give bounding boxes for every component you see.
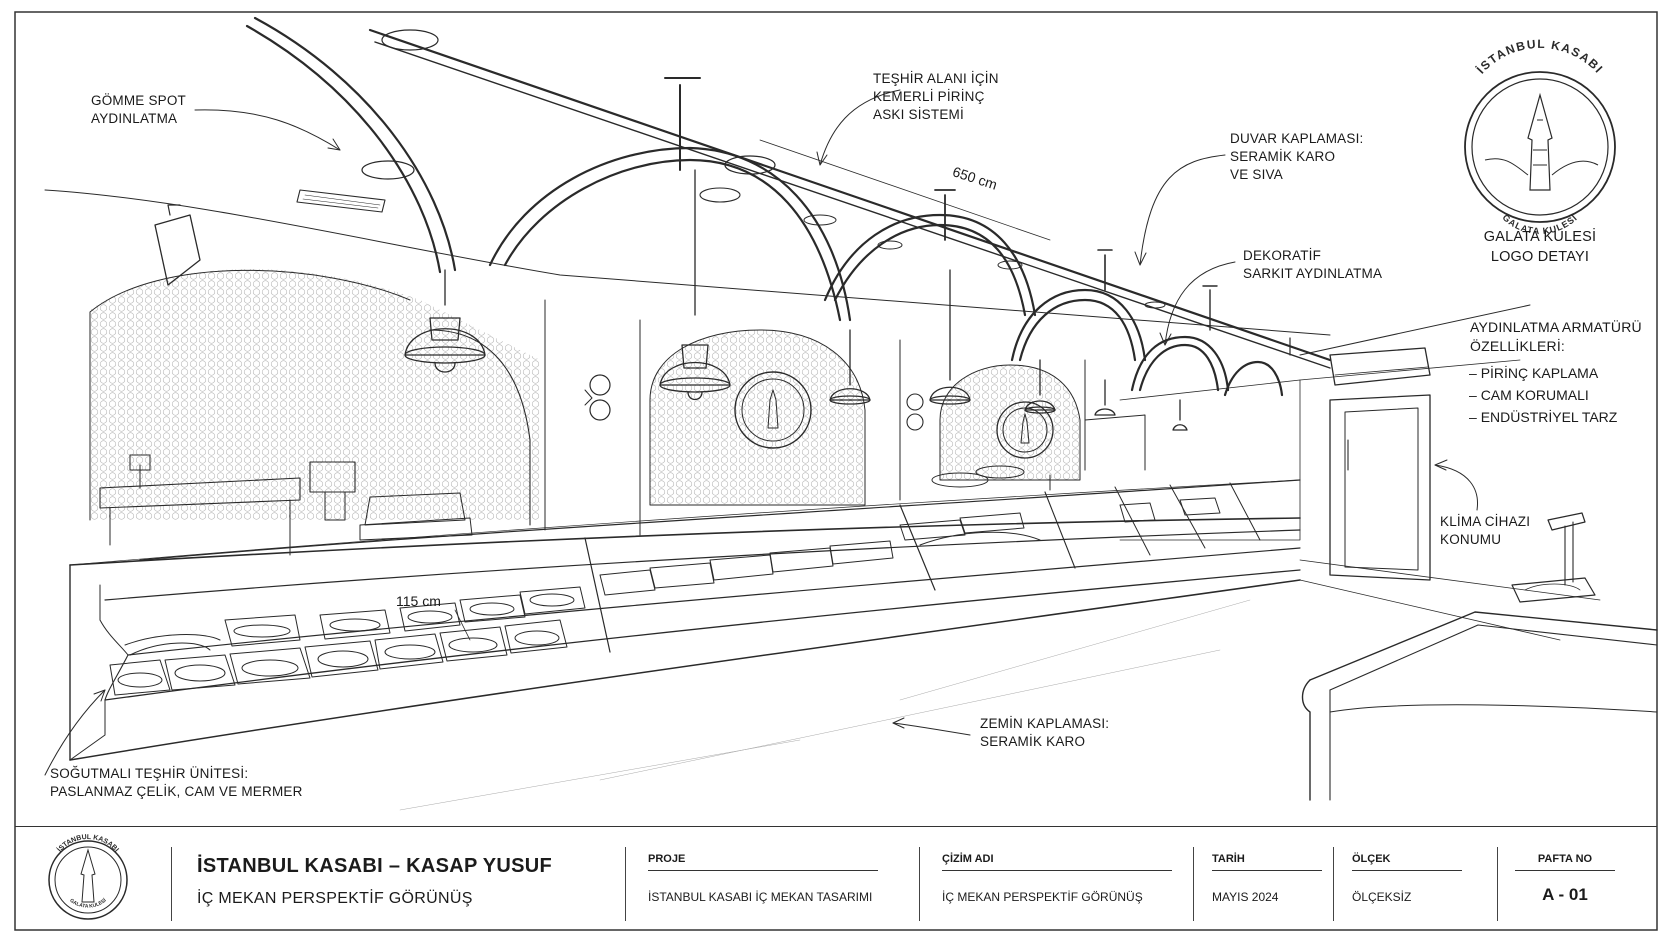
wall-sconce [906,413,924,431]
project-title: İSTANBUL KASABI – KASAP YUSUF [197,855,553,877]
project-subtitle: İÇ MEKAN PERSPEKTİF GÖRÜNÜŞ [197,890,473,907]
ceiling-spot [381,29,439,51]
field-olcek: ÖLÇEK ÖLÇEKSİZ [1352,853,1462,904]
wall-sconce [589,374,611,396]
ceiling-rail [368,28,1332,362]
field-tarih: TARİH MAYIS 2024 [1212,853,1322,904]
brass-arches [245,16,1284,397]
wall-spotlight [154,214,201,286]
label-zemin: ZEMİN KAPLAMASI:SERAMİK KARO [980,716,1110,749]
dimension-height: 115 cm [396,593,441,609]
ceiling-spot [877,240,903,250]
ceiling-spot [699,187,741,203]
spec-item: PİRİNÇ KAPLAMA [1467,362,1617,384]
dimension-line-115 [454,609,471,641]
spec-item: CAM KORUMALI [1467,384,1617,406]
field-pafta-no: PAFTA NO A - 01 [1515,853,1615,905]
spec-list: PİRİNÇ KAPLAMA CAM KORUMALI ENDÜSTRİYEL … [1467,362,1618,428]
wall-logo [996,401,1054,459]
field-proje: PROJE İSTANBUL KASABI İÇ MEKAN TASARIMI [648,853,878,904]
tile-wall-left [90,269,540,520]
svg-text:İSTANBUL KASABI: İSTANBUL KASABI [1473,37,1606,77]
ceiling-spot [1144,301,1166,309]
sheet-frame [14,11,1658,931]
galata-logo-main: İSTANBUL KASABI GALATA KULESİ [1464,37,1616,236]
label-sogutmali: SOĞUTMALI TEŞHİR ÜNİTESİ:PASLANMAZ ÇELİK… [50,766,303,799]
title-block: İSTANBUL KASABI – KASAP YUSUF İÇ MEKAN P… [15,826,1657,931]
meat-trays [109,465,1221,696]
wall-sconce [589,399,611,421]
air-conditioner [1329,347,1431,386]
wall-sconce [906,393,924,411]
tile-arch-right [939,364,1081,481]
foreground-counter [1309,611,1658,681]
counter-top-edge [69,517,1301,566]
ceiling-spot [361,160,415,180]
spec-item: ENDÜSTRİYEL TARZ [1467,406,1618,428]
weighing-scale [1547,512,1586,531]
dimension-line-650 [759,139,1051,241]
ceiling-spot [803,214,837,226]
pendant-lamps [404,169,1188,431]
door [1329,394,1431,581]
wall-logo [734,371,812,449]
air-vent [296,189,386,213]
field-cizim-adi: ÇİZİM ADI İÇ MEKAN PERSPEKTİF GÖRÜNÜŞ [942,853,1172,904]
tile-arch-middle [649,329,866,506]
annotation-leaders [44,89,1479,776]
logo-top-text: İSTANBUL KASABI [1473,37,1605,77]
